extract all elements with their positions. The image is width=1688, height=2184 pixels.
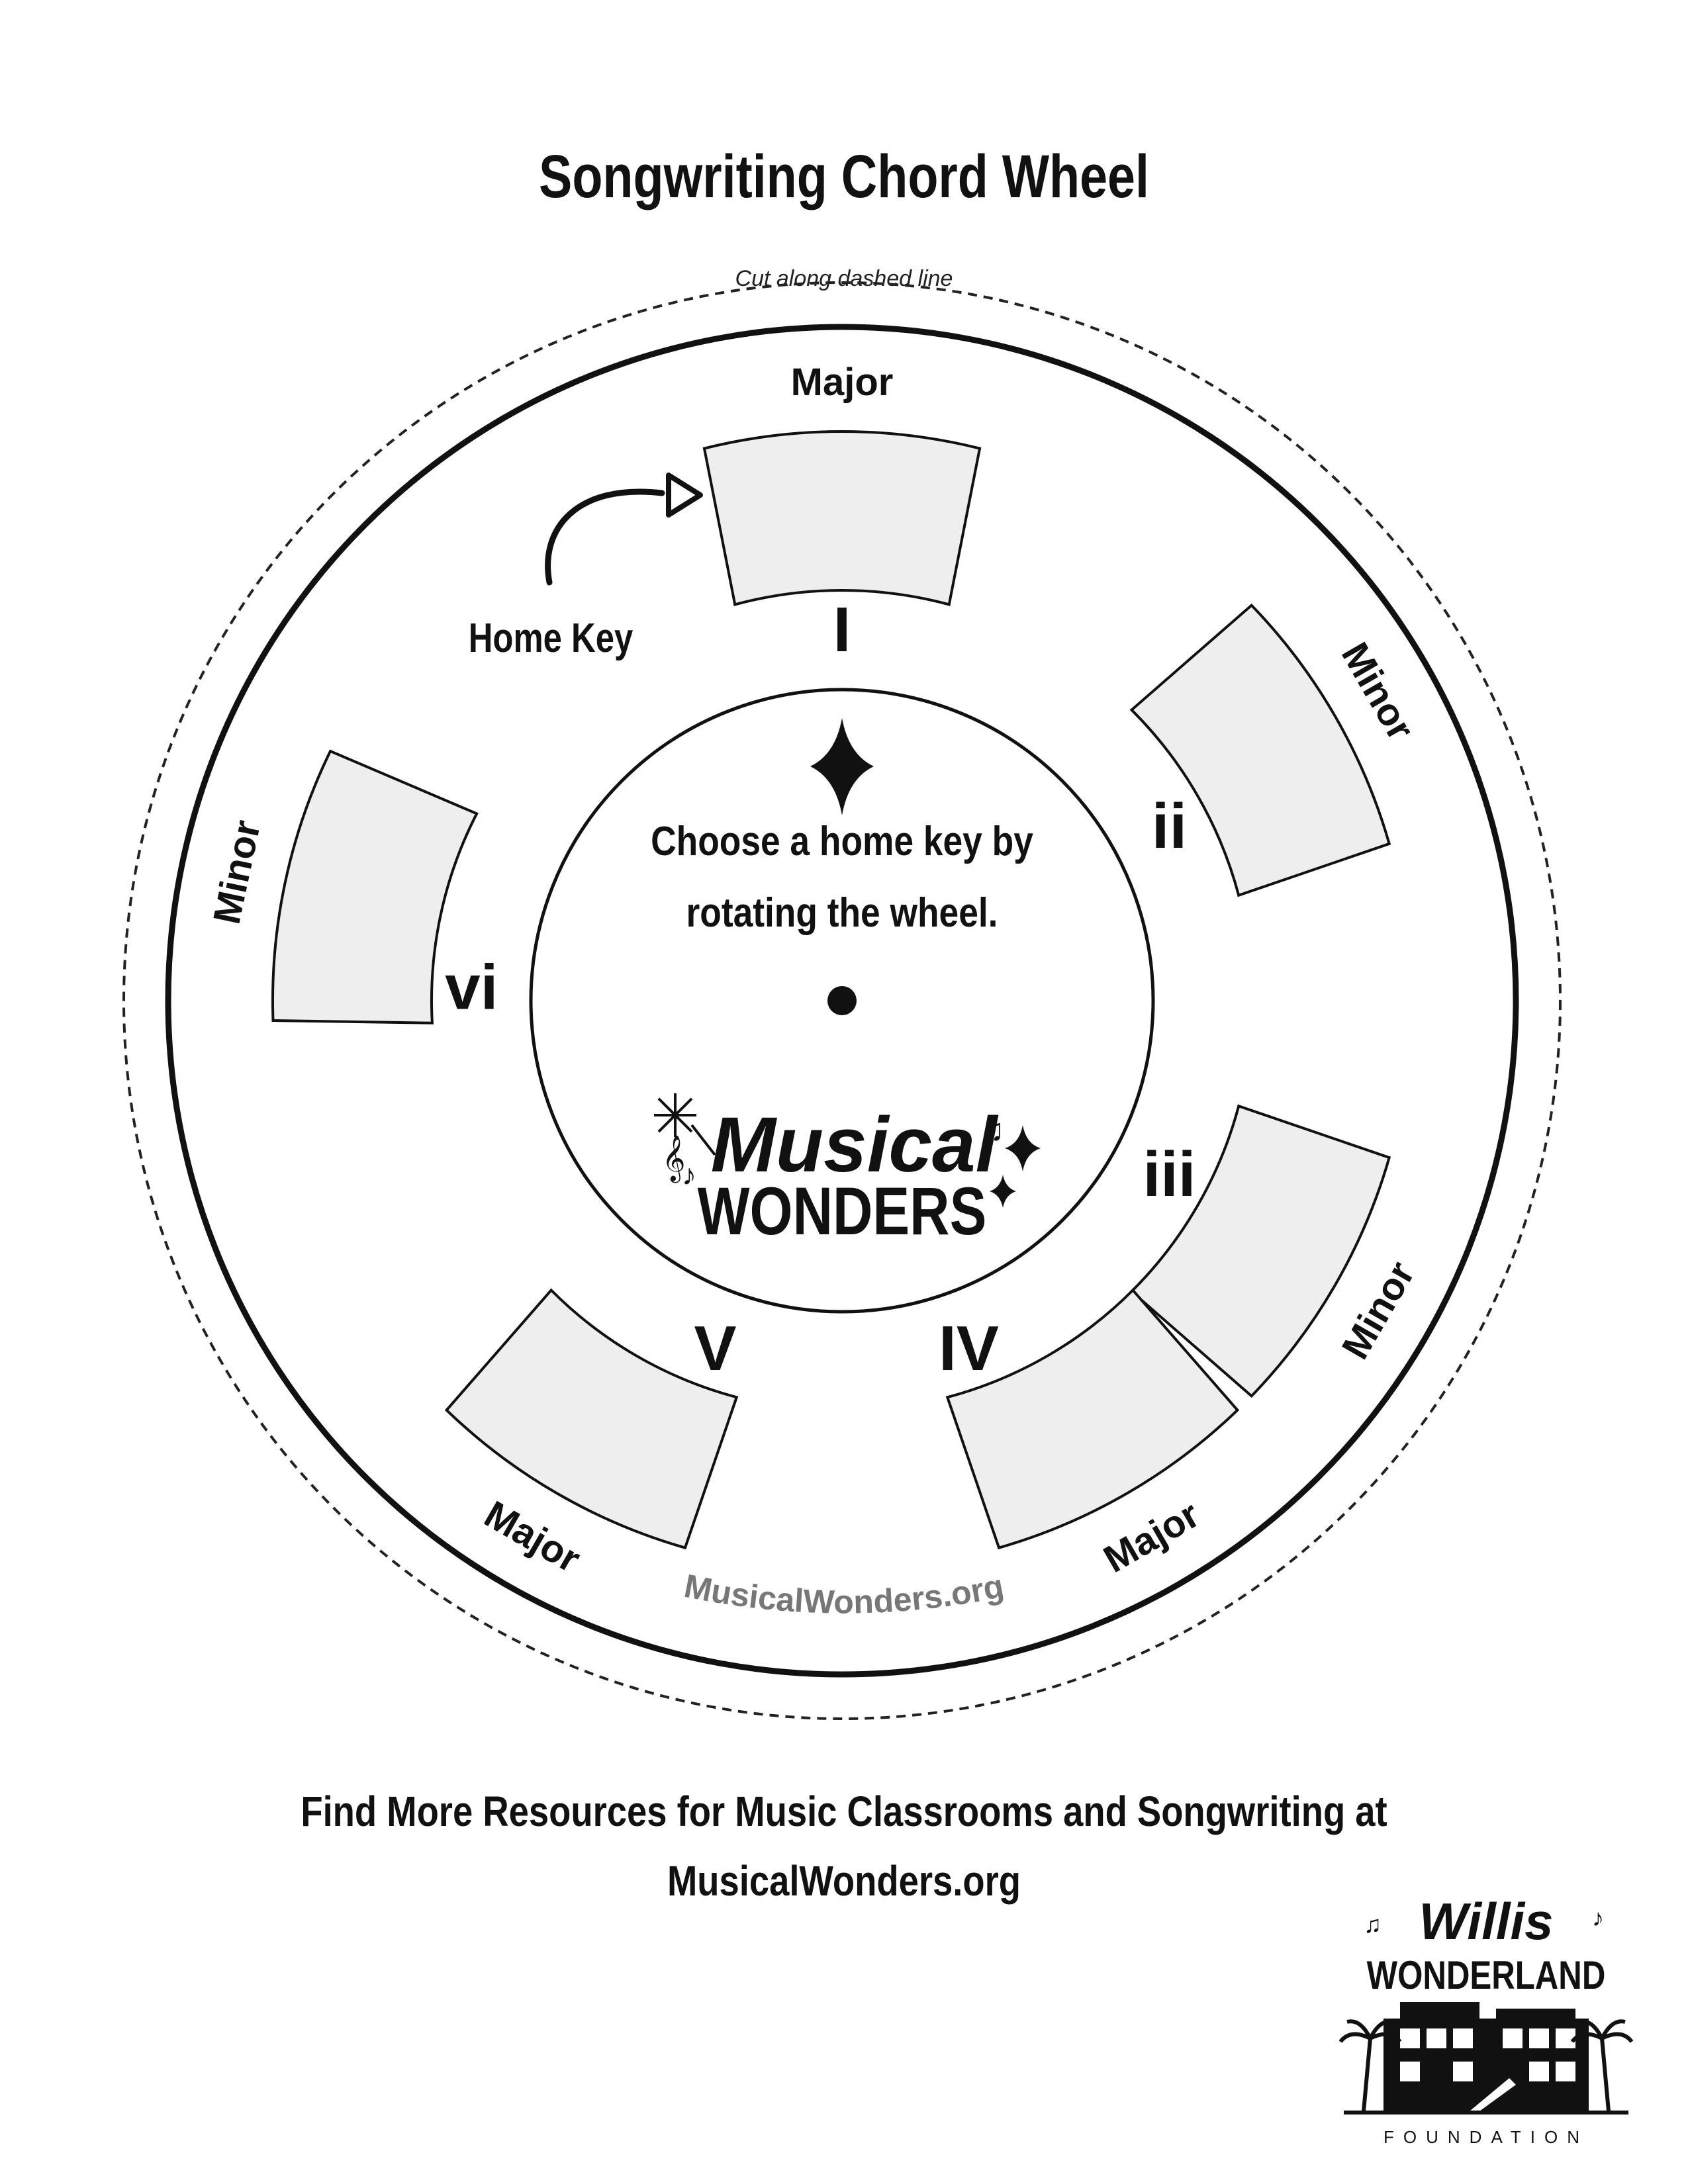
chord-windows: IMajoriiMinoriiiMinorIVMajorVMajorviMino… (205, 361, 1423, 1581)
chord-window-4 (945, 1288, 1240, 1550)
home-key-label: Home Key (469, 615, 633, 661)
logo-note-icon-left: ♪ (682, 1159, 696, 1191)
building-icon (1383, 2002, 1589, 2111)
chord-window-1 (702, 430, 982, 606)
sponsor-logo-music-note-icon: ♫ (1364, 1911, 1382, 1938)
chord-quality-1: Major (791, 361, 894, 404)
sponsor-logo-note-icon: ♪ (1592, 1904, 1604, 1931)
logo-treble-clef-icon: 𝄞 (662, 1136, 685, 1183)
sparkle-star-icon (810, 718, 874, 815)
chord-numeral-vi: vi (445, 952, 498, 1023)
logo-musical-script: Musical (711, 1101, 999, 1189)
cut-line-circle (122, 281, 1562, 1720)
chord-numeral-V: V (694, 1313, 736, 1384)
logo-sparkle-small-icon (990, 1175, 1016, 1208)
chord-window-3 (1129, 1104, 1391, 1398)
chord-numeral-IV: IV (939, 1313, 999, 1384)
footer-line-1: Find More Resources for Music Classrooms… (301, 1788, 1387, 1835)
footer-url[interactable]: MusicalWonders.org (667, 1857, 1021, 1905)
center-pivot-dot[interactable] (827, 986, 857, 1015)
home-key-arrow-icon (545, 473, 703, 586)
logo-starburst-icon (654, 1093, 716, 1156)
page-title: Songwriting Chord Wheel (539, 143, 1149, 210)
logo-note-icon-right: ♫ (980, 1112, 1005, 1149)
palm-tree-icon (1338, 2019, 1634, 2112)
chord-numeral-I: I (833, 594, 851, 665)
sponsor-logo-wonderland: WONDERLAND (1367, 1952, 1606, 1997)
logo-sparkle-icon (1005, 1125, 1041, 1171)
willis-wonderland-foundation-logo: Willis WONDERLAND ♫ ♪ FOUNDATION (1338, 1893, 1634, 2147)
center-instruction-line2: rotating the wheel. (686, 890, 998, 936)
sponsor-logo-willis: Willis (1419, 1893, 1554, 1950)
sponsor-logo-foundation: FOUNDATION (1383, 2127, 1589, 2147)
chord-window-5 (444, 1288, 739, 1550)
logo-wonders-text: WONDERS (698, 1173, 987, 1249)
musical-wonders-logo: Musical WONDERS 𝄞 ♪ ♫ (654, 1093, 1041, 1249)
chord-numeral-iii: iii (1143, 1139, 1196, 1210)
chord-numeral-ii: ii (1152, 791, 1187, 862)
center-instruction-line1: Choose a home key by (651, 819, 1033, 864)
chord-window-2 (1129, 603, 1391, 897)
chord-window-6 (271, 749, 479, 1024)
